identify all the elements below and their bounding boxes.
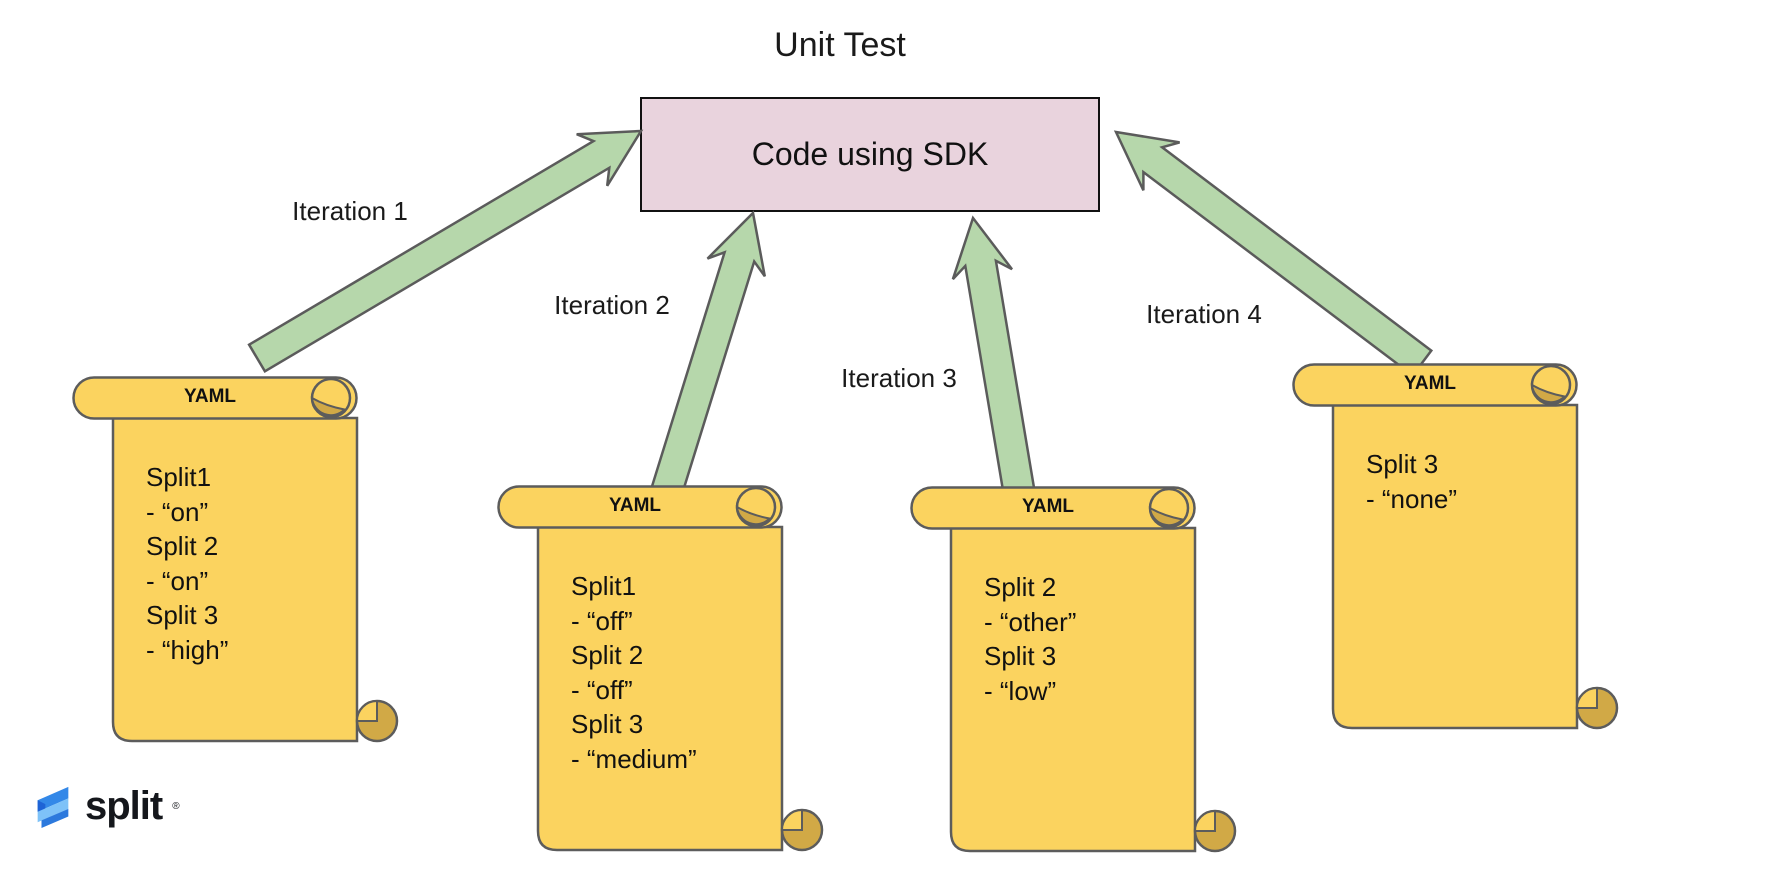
split-logo-icon xyxy=(37,786,69,829)
iteration-4-label: Iteration 4 xyxy=(1146,299,1262,329)
iteration-2-arrow xyxy=(647,210,767,507)
iteration-3-label: Iteration 3 xyxy=(841,363,957,393)
code-using-sdk-box: Code using SDK xyxy=(640,97,1100,212)
iteration-3-arrow xyxy=(951,215,1036,497)
split-logo: split ® xyxy=(30,782,180,830)
yaml-scroll-3: YAML Split 2 - “other” Split 3 - “low” xyxy=(910,486,1237,854)
scroll-split-values: Split 3 - “none” xyxy=(1366,449,1458,514)
yaml-header: YAML xyxy=(183,386,237,407)
iteration-4-arrow xyxy=(1113,130,1434,378)
iteration-1-label: Iteration 1 xyxy=(292,196,408,226)
registered-mark: ® xyxy=(172,800,180,812)
scroll-split-values: Split1 - “off” Split 2 - “off” Split 3 -… xyxy=(571,571,697,774)
iteration-1-arrow xyxy=(247,129,644,374)
split-logo-text: split xyxy=(85,784,163,828)
yaml-scroll-2: YAML Split1 - “off” Split 2 - “off” Spli… xyxy=(497,485,824,853)
yaml-header: YAML xyxy=(1403,373,1457,394)
code-using-sdk-label: Code using SDK xyxy=(751,136,989,172)
scroll-icon xyxy=(1292,363,1619,730)
scroll-split-values: Split 2 - “other” Split 3 - “low” xyxy=(984,572,1077,706)
scroll-split-values: Split1 - “on” Split 2 - “on” Split 3 - “… xyxy=(146,462,229,665)
iteration-2-label: Iteration 2 xyxy=(554,290,670,320)
yaml-header: YAML xyxy=(608,495,662,516)
diagram-title: Unit Test xyxy=(774,26,906,64)
yaml-header: YAML xyxy=(1021,496,1075,517)
yaml-scroll-1: YAML Split1 - “on” Split 2 - “on” Split … xyxy=(72,376,399,744)
yaml-scroll-4: YAML Split 3 - “none” xyxy=(1292,363,1619,731)
scroll-icon xyxy=(72,376,399,743)
